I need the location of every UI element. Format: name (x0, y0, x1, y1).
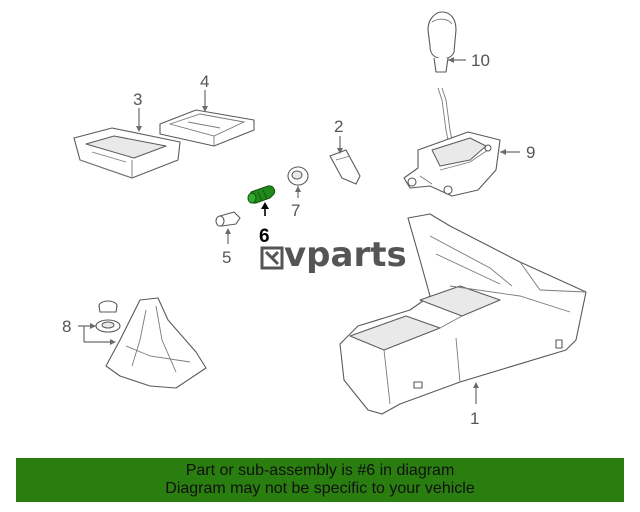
info-banner: Part or sub-assembly is #6 in diagram Di… (16, 458, 624, 502)
watermark-text: vparts (284, 235, 407, 275)
part-3-storage-box (73, 108, 181, 179)
vparts-logo: vparts (260, 235, 407, 275)
callout-9: 9 (526, 143, 535, 162)
parts-diagram: 10 9 4 3 2 (62, 11, 587, 428)
part-7-grommet (287, 166, 309, 198)
callout-10: 10 (471, 51, 490, 70)
part-8-shift-boot (78, 297, 207, 389)
part-6-highlighted-part (247, 185, 276, 216)
callout-1: 1 (470, 409, 479, 428)
banner-line-1: Part or sub-assembly is #6 in diagram (185, 462, 455, 479)
part-9-shifter-assembly (403, 87, 520, 197)
part-5-pin (215, 211, 241, 244)
banner-line-2: Diagram may not be specific to your vehi… (165, 480, 475, 497)
callout-4: 4 (200, 72, 209, 91)
callout-6: 6 (259, 226, 270, 247)
part-2-clip (329, 136, 361, 185)
callout-8: 8 (62, 317, 71, 336)
callout-2: 2 (334, 117, 343, 136)
callout-5: 5 (222, 248, 231, 267)
part-1-center-console (339, 213, 587, 415)
callout-7: 7 (291, 201, 300, 220)
part-4-tray (159, 90, 255, 147)
callout-3: 3 (133, 90, 142, 109)
part-10-shift-knob (427, 11, 466, 73)
